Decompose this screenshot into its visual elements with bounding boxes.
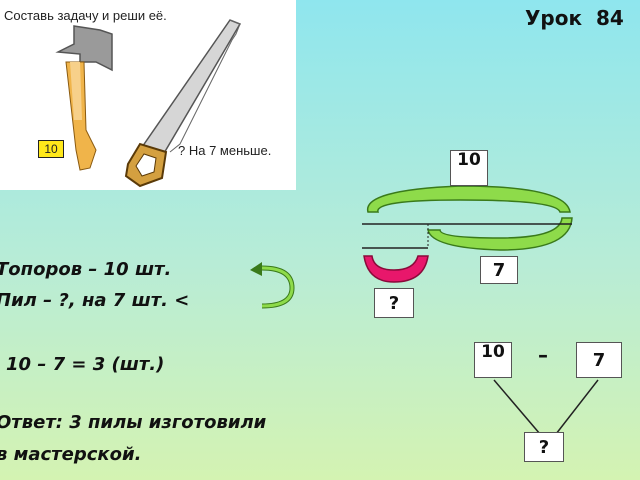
- task-title: Составь задачу и реши её.: [4, 8, 167, 23]
- part-box: 7: [480, 256, 518, 284]
- long-bar-lower: [427, 217, 573, 251]
- task-picture-panel: Составь задачу и реши её. 10 ? На 7 мень…: [0, 0, 296, 190]
- axe-icon: [55, 25, 113, 171]
- saw-caption: ? На 7 меньше.: [178, 143, 272, 158]
- tree-line-left: [493, 379, 541, 435]
- tree-left-box: 10: [474, 342, 512, 378]
- unknown-box: ?: [374, 288, 414, 318]
- total-box: 10: [450, 150, 488, 186]
- saw-icon: [124, 19, 242, 188]
- axe-and-saw-illustration: [55, 19, 242, 188]
- tree-line-right: [555, 379, 599, 435]
- tree-right-box: 7: [576, 342, 622, 378]
- answer-line-1: Ответ: 3 пилы изготовили: [0, 412, 267, 433]
- solution-expression: 10 – 7 = 3 (шт.): [6, 354, 165, 375]
- axe-count-label: 10: [38, 140, 64, 158]
- short-bar: [363, 255, 429, 283]
- tree-operator: –: [538, 343, 548, 367]
- answer-line-2: в мастерской.: [0, 444, 142, 465]
- long-bar: [367, 185, 571, 213]
- tree-result-box: ?: [524, 432, 564, 462]
- axes-line: Топоров – 10 шт.: [0, 259, 172, 280]
- lesson-title: Урок 84: [525, 6, 624, 30]
- saws-line: Пил – ?, на 7 шт. <: [0, 290, 190, 311]
